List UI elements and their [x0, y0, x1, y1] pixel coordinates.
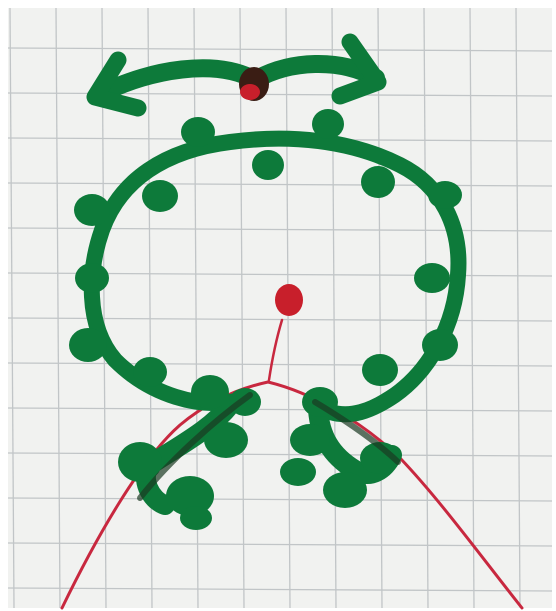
leaf-blob	[428, 181, 462, 209]
leaf-blob	[75, 263, 109, 293]
leaf-blob	[323, 472, 367, 508]
leaf-blob	[361, 166, 395, 198]
leaf-blob	[290, 424, 330, 456]
leaf-blob	[312, 109, 344, 139]
red-dot	[275, 284, 303, 316]
leaf-blob	[422, 329, 458, 361]
leaf-blob	[280, 458, 316, 486]
leaf-blob	[74, 194, 110, 226]
leaf-blob	[133, 357, 167, 387]
leaf-blob	[414, 263, 450, 293]
leaf-blob	[142, 180, 178, 212]
leaf-blob	[69, 328, 107, 362]
red-dot-top	[240, 84, 260, 100]
leaf-blob	[191, 375, 229, 409]
leaf-blob	[180, 506, 212, 530]
leaf-blob	[362, 354, 398, 386]
leaf-blob	[252, 150, 284, 180]
leaf-blob	[181, 117, 215, 147]
